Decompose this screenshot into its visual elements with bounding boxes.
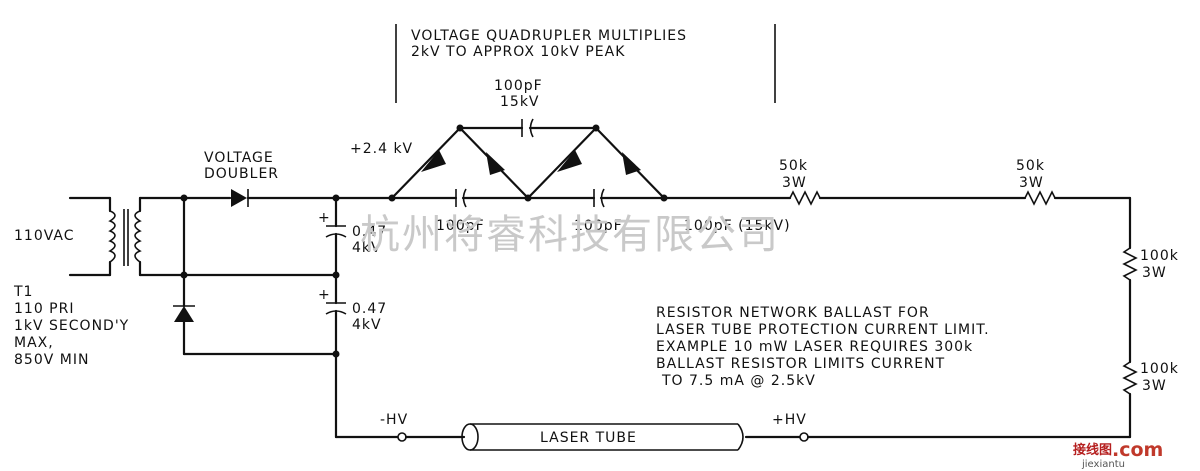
ballast-line5: TO 7.5 mA @ 2.5kV: [661, 373, 816, 389]
top-cap-voltage: 15kV: [500, 94, 540, 110]
node-e: [660, 194, 668, 202]
transformer-line3: 1kV SECOND'Y: [14, 318, 129, 334]
transformer-line1: T1: [13, 284, 33, 300]
pos-hv-terminal: [799, 432, 809, 442]
resistor-50k-2: [1024, 190, 1056, 206]
brand-logo: 接线图 .com jiexiantu: [1073, 439, 1163, 470]
res4-value: 100k: [1140, 361, 1179, 377]
laser-tube-body: [470, 423, 738, 451]
laser-tube-left-end: [461, 423, 479, 451]
resistor-100k-2: [1122, 361, 1138, 395]
secondary-coil: [134, 210, 142, 263]
res2-watt: 3W: [1019, 175, 1044, 191]
node-d: [524, 194, 532, 202]
neg-hv-terminal: [397, 432, 407, 442]
diode-diag-4-arrow: [622, 152, 641, 175]
watermark-text: 杭州将睿科技有限公司: [360, 212, 780, 258]
ballast-line2: LASER TUBE PROTECTION CURRENT LIMIT.: [656, 322, 990, 338]
primary-coil: [108, 210, 116, 263]
bottom-cap3-label: 100pF (15kV): [684, 218, 791, 234]
res1-value: 50k: [779, 158, 808, 174]
diode-diag-1-arrow: [421, 150, 446, 172]
quadrupler-note-line1: VOLTAGE QUADRUPLER MULTIPLIES: [411, 28, 687, 44]
doubler-label-2: DOUBLER: [204, 166, 279, 182]
brand-cn: 接线图: [1073, 442, 1112, 458]
doubler-diode: [231, 189, 247, 207]
res1-watt: 3W: [782, 175, 807, 191]
cap-b-value: 0.47: [352, 301, 387, 317]
quadrupler-note: VOLTAGE QUADRUPLER MULTIPLIES 2kV TO APP…: [395, 24, 776, 103]
rectifier-diode: [174, 306, 194, 322]
ballast-line4: BALLAST RESISTOR LIMITS CURRENT: [656, 356, 945, 372]
ballast-line1: RESISTOR NETWORK BALLAST FOR: [656, 305, 930, 321]
res3-watt: 3W: [1142, 265, 1167, 281]
laser-tube-right-end: [737, 423, 744, 451]
doubler-label-1: VOLTAGE: [204, 150, 274, 166]
ballast-line3: EXAMPLE 10 mW LASER REQUIRES 300k: [656, 339, 973, 355]
quadrupler-note-line2: 2kV TO APPROX 10kV PEAK: [411, 44, 625, 60]
brand-latin: jiexiantu: [1081, 459, 1125, 470]
node-h: [332, 350, 340, 358]
transformer-line4: MAX,: [14, 335, 54, 351]
cap-a-plus: +: [318, 210, 331, 226]
bottom-cap1-label: 100pF: [436, 218, 485, 234]
transformer-line5: 850V MIN: [14, 352, 89, 368]
diode-diag-3: [526, 126, 598, 200]
brand-dotcom: .com: [1112, 439, 1163, 461]
transformer-line2: 110 PRI: [14, 301, 74, 317]
pos-hv-label: +HV: [772, 412, 807, 428]
bottom-cap2-label: 100pF: [574, 218, 623, 234]
cap-a-value: 0.47: [352, 224, 387, 240]
res3-value: 100k: [1140, 248, 1179, 264]
diode-diag-3-arrow: [557, 150, 582, 172]
diode-diag-2-arrow: [486, 152, 505, 175]
diode-diag-1: [390, 126, 462, 200]
ballast-note: RESISTOR NETWORK BALLAST FOR LASER TUBE …: [656, 305, 990, 389]
top-cap-value: 100pF: [494, 78, 543, 94]
resistor-100k-1: [1122, 247, 1138, 281]
resistor-50k-1: [789, 190, 821, 206]
input-voltage-label: 110VAC: [14, 228, 75, 244]
neg-hv-label: -HV: [380, 412, 408, 428]
cap-b-voltage: 4kV: [352, 317, 382, 333]
cap-a-voltage: 4kV: [352, 240, 382, 256]
cap-b-plus: +: [318, 287, 331, 303]
node-c: [388, 194, 396, 202]
res4-watt: 3W: [1142, 378, 1167, 394]
laser-tube: LASER TUBE: [461, 423, 744, 451]
plus-2-4kv-label: +2.4 kV: [350, 141, 413, 157]
res2-value: 50k: [1016, 158, 1045, 174]
laser-tube-label: LASER TUBE: [540, 430, 637, 446]
